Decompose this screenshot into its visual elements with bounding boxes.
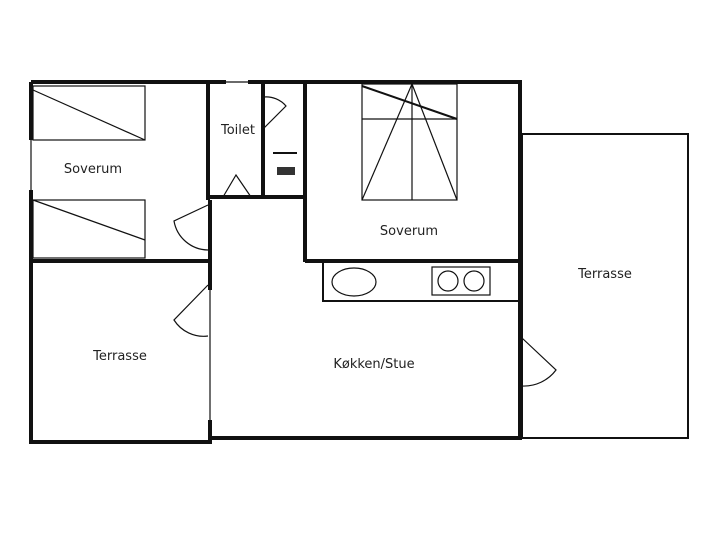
kitchen-counter (322, 260, 521, 302)
doors[interactable] (173, 96, 557, 387)
sink-icon (331, 267, 377, 297)
stove-icon (431, 266, 491, 296)
door-toilet (222, 173, 252, 198)
door-terrace-left (173, 284, 209, 337)
room-label-bedroom-right: Soverum (380, 224, 438, 239)
terrace-right-outline (521, 133, 689, 439)
room-label-kitchen-living: Køkken/Stue (333, 357, 414, 372)
door-shower (263, 96, 287, 130)
bed-icon (32, 85, 146, 259)
toilet-fixture-icon (277, 167, 295, 175)
room-label-terrace-left: Terrasse (92, 349, 147, 364)
door-terrace-right (521, 336, 557, 387)
room-label-toilet: Toilet (220, 123, 255, 138)
windows (28, 79, 248, 420)
room-label-bedroom-left: Soverum (64, 162, 122, 177)
walls (29, 80, 522, 444)
double-bed-icon (361, 83, 458, 201)
door-bedroom-left (173, 204, 209, 251)
room-label-terrace-right: Terrasse (577, 267, 632, 282)
